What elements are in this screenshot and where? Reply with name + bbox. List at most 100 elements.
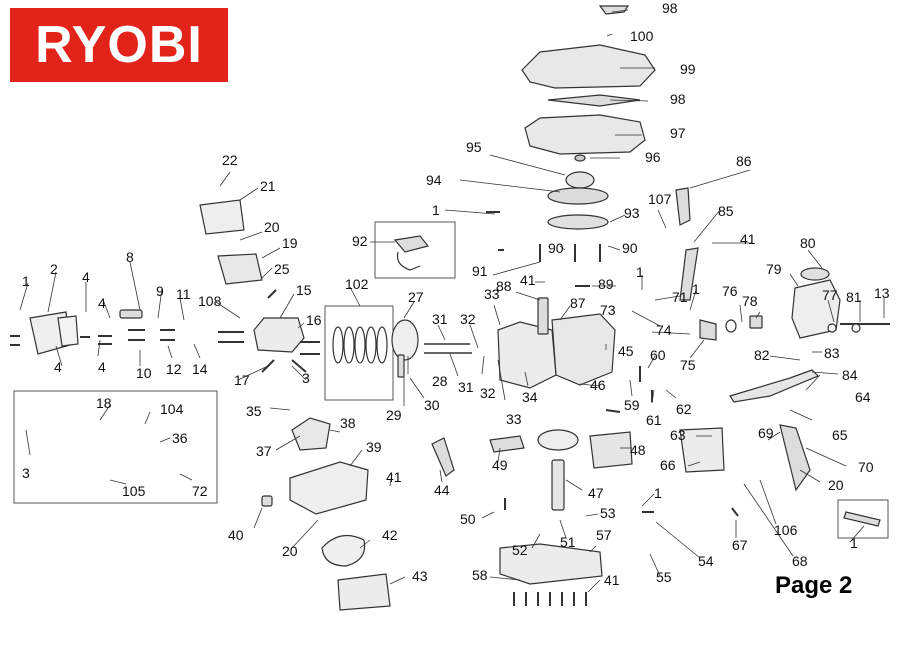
leader-line bbox=[219, 171, 231, 187]
cover-gasket bbox=[547, 94, 641, 107]
leader-line bbox=[607, 245, 621, 251]
part-number-19: 19 bbox=[282, 235, 298, 251]
part-number-1: 1 bbox=[432, 202, 440, 218]
part-number-20: 20 bbox=[828, 477, 844, 493]
part-number-16: 16 bbox=[306, 312, 322, 328]
part-number-90: 90 bbox=[622, 240, 638, 256]
part-number-108: 108 bbox=[198, 293, 222, 309]
part-number-25: 25 bbox=[274, 261, 290, 277]
block-spacer bbox=[749, 315, 763, 329]
part-number-106: 106 bbox=[774, 522, 798, 538]
part-number-43: 43 bbox=[412, 568, 428, 584]
leader-line bbox=[489, 576, 521, 581]
group-box-piston-rings bbox=[324, 305, 394, 401]
part-number-1: 1 bbox=[636, 264, 644, 280]
leader-line bbox=[641, 493, 655, 507]
washer bbox=[725, 319, 737, 333]
leader-line bbox=[437, 324, 446, 341]
leader-line bbox=[489, 154, 566, 176]
part-number-41: 41 bbox=[740, 231, 756, 247]
part-number-11: 11 bbox=[176, 286, 191, 302]
leader-line bbox=[403, 301, 415, 319]
leader-line bbox=[19, 282, 29, 311]
part-number-1: 1 bbox=[654, 485, 662, 501]
part-number-32: 32 bbox=[460, 311, 476, 327]
leader-line bbox=[665, 389, 677, 399]
part-number-15: 15 bbox=[296, 282, 312, 298]
part-number-41: 41 bbox=[604, 572, 620, 588]
leader-line bbox=[805, 374, 821, 391]
leader-line bbox=[631, 310, 661, 327]
part-number-41: 41 bbox=[386, 469, 402, 485]
part-number-74: 74 bbox=[656, 322, 672, 338]
piston bbox=[391, 319, 419, 361]
part-number-10: 10 bbox=[136, 365, 152, 381]
part-number-96: 96 bbox=[645, 149, 661, 165]
part-number-4: 4 bbox=[54, 359, 62, 375]
leader-line bbox=[329, 429, 341, 433]
part-number-76: 76 bbox=[722, 283, 738, 299]
intake-pipe bbox=[537, 297, 549, 335]
piston-ring bbox=[354, 326, 366, 364]
leader-line bbox=[655, 521, 701, 559]
leader-line bbox=[389, 576, 406, 585]
leader-line bbox=[261, 247, 281, 259]
leader-line bbox=[159, 437, 171, 443]
part-number-37: 37 bbox=[256, 443, 272, 459]
leader-line bbox=[609, 99, 649, 102]
group-box-ignition bbox=[374, 221, 456, 279]
part-number-3: 3 bbox=[22, 465, 30, 481]
part-number-98: 98 bbox=[670, 91, 686, 107]
part-number-68: 68 bbox=[792, 553, 808, 569]
gasket-plate bbox=[57, 315, 79, 347]
leader-line bbox=[167, 345, 173, 359]
leader-line bbox=[103, 301, 111, 319]
throttle-bracket bbox=[679, 427, 725, 473]
leader-line bbox=[444, 209, 496, 215]
leader-line bbox=[99, 404, 111, 421]
washer bbox=[827, 323, 837, 333]
air-filter-element bbox=[321, 534, 366, 567]
leader-line bbox=[55, 345, 63, 367]
flywheel-fan bbox=[547, 187, 609, 205]
sump-cover bbox=[499, 543, 603, 585]
starter-nut bbox=[574, 154, 586, 162]
control-lever bbox=[699, 319, 717, 341]
leader-line bbox=[25, 429, 31, 456]
part-number-71: 71 bbox=[672, 289, 688, 305]
dipstick bbox=[675, 187, 691, 226]
part-number-100: 100 bbox=[630, 28, 654, 44]
leader-line bbox=[239, 231, 263, 241]
leader-line bbox=[291, 519, 319, 549]
carburetor bbox=[291, 417, 331, 451]
crankshaft bbox=[551, 459, 565, 511]
leader-line bbox=[789, 273, 799, 287]
leader-line bbox=[524, 371, 529, 387]
leader-line bbox=[654, 295, 681, 301]
leader-line bbox=[179, 473, 193, 481]
part-number-97: 97 bbox=[670, 125, 686, 141]
part-number-64: 64 bbox=[855, 389, 871, 405]
leader-line bbox=[769, 355, 801, 361]
part-number-67: 67 bbox=[732, 537, 748, 553]
leader-line bbox=[469, 324, 479, 349]
part-number-28: 28 bbox=[432, 373, 448, 389]
part-number-34: 34 bbox=[522, 389, 538, 405]
leader-line bbox=[657, 209, 667, 229]
part-number-1: 1 bbox=[850, 535, 858, 551]
exhaust-muffler-shield bbox=[199, 199, 245, 235]
part-number-81: 81 bbox=[846, 289, 862, 305]
leader-line bbox=[109, 479, 127, 485]
flywheel bbox=[547, 214, 609, 230]
leader-line bbox=[481, 511, 495, 519]
part-number-53: 53 bbox=[600, 505, 616, 521]
part-number-75: 75 bbox=[680, 357, 696, 373]
part-number-57: 57 bbox=[596, 527, 612, 543]
part-number-58: 58 bbox=[472, 567, 488, 583]
leader-line bbox=[237, 365, 269, 381]
part-number-38: 38 bbox=[340, 415, 356, 431]
leader-line bbox=[827, 299, 835, 323]
part-number-70: 70 bbox=[858, 459, 874, 475]
part-number-66: 66 bbox=[660, 457, 676, 473]
